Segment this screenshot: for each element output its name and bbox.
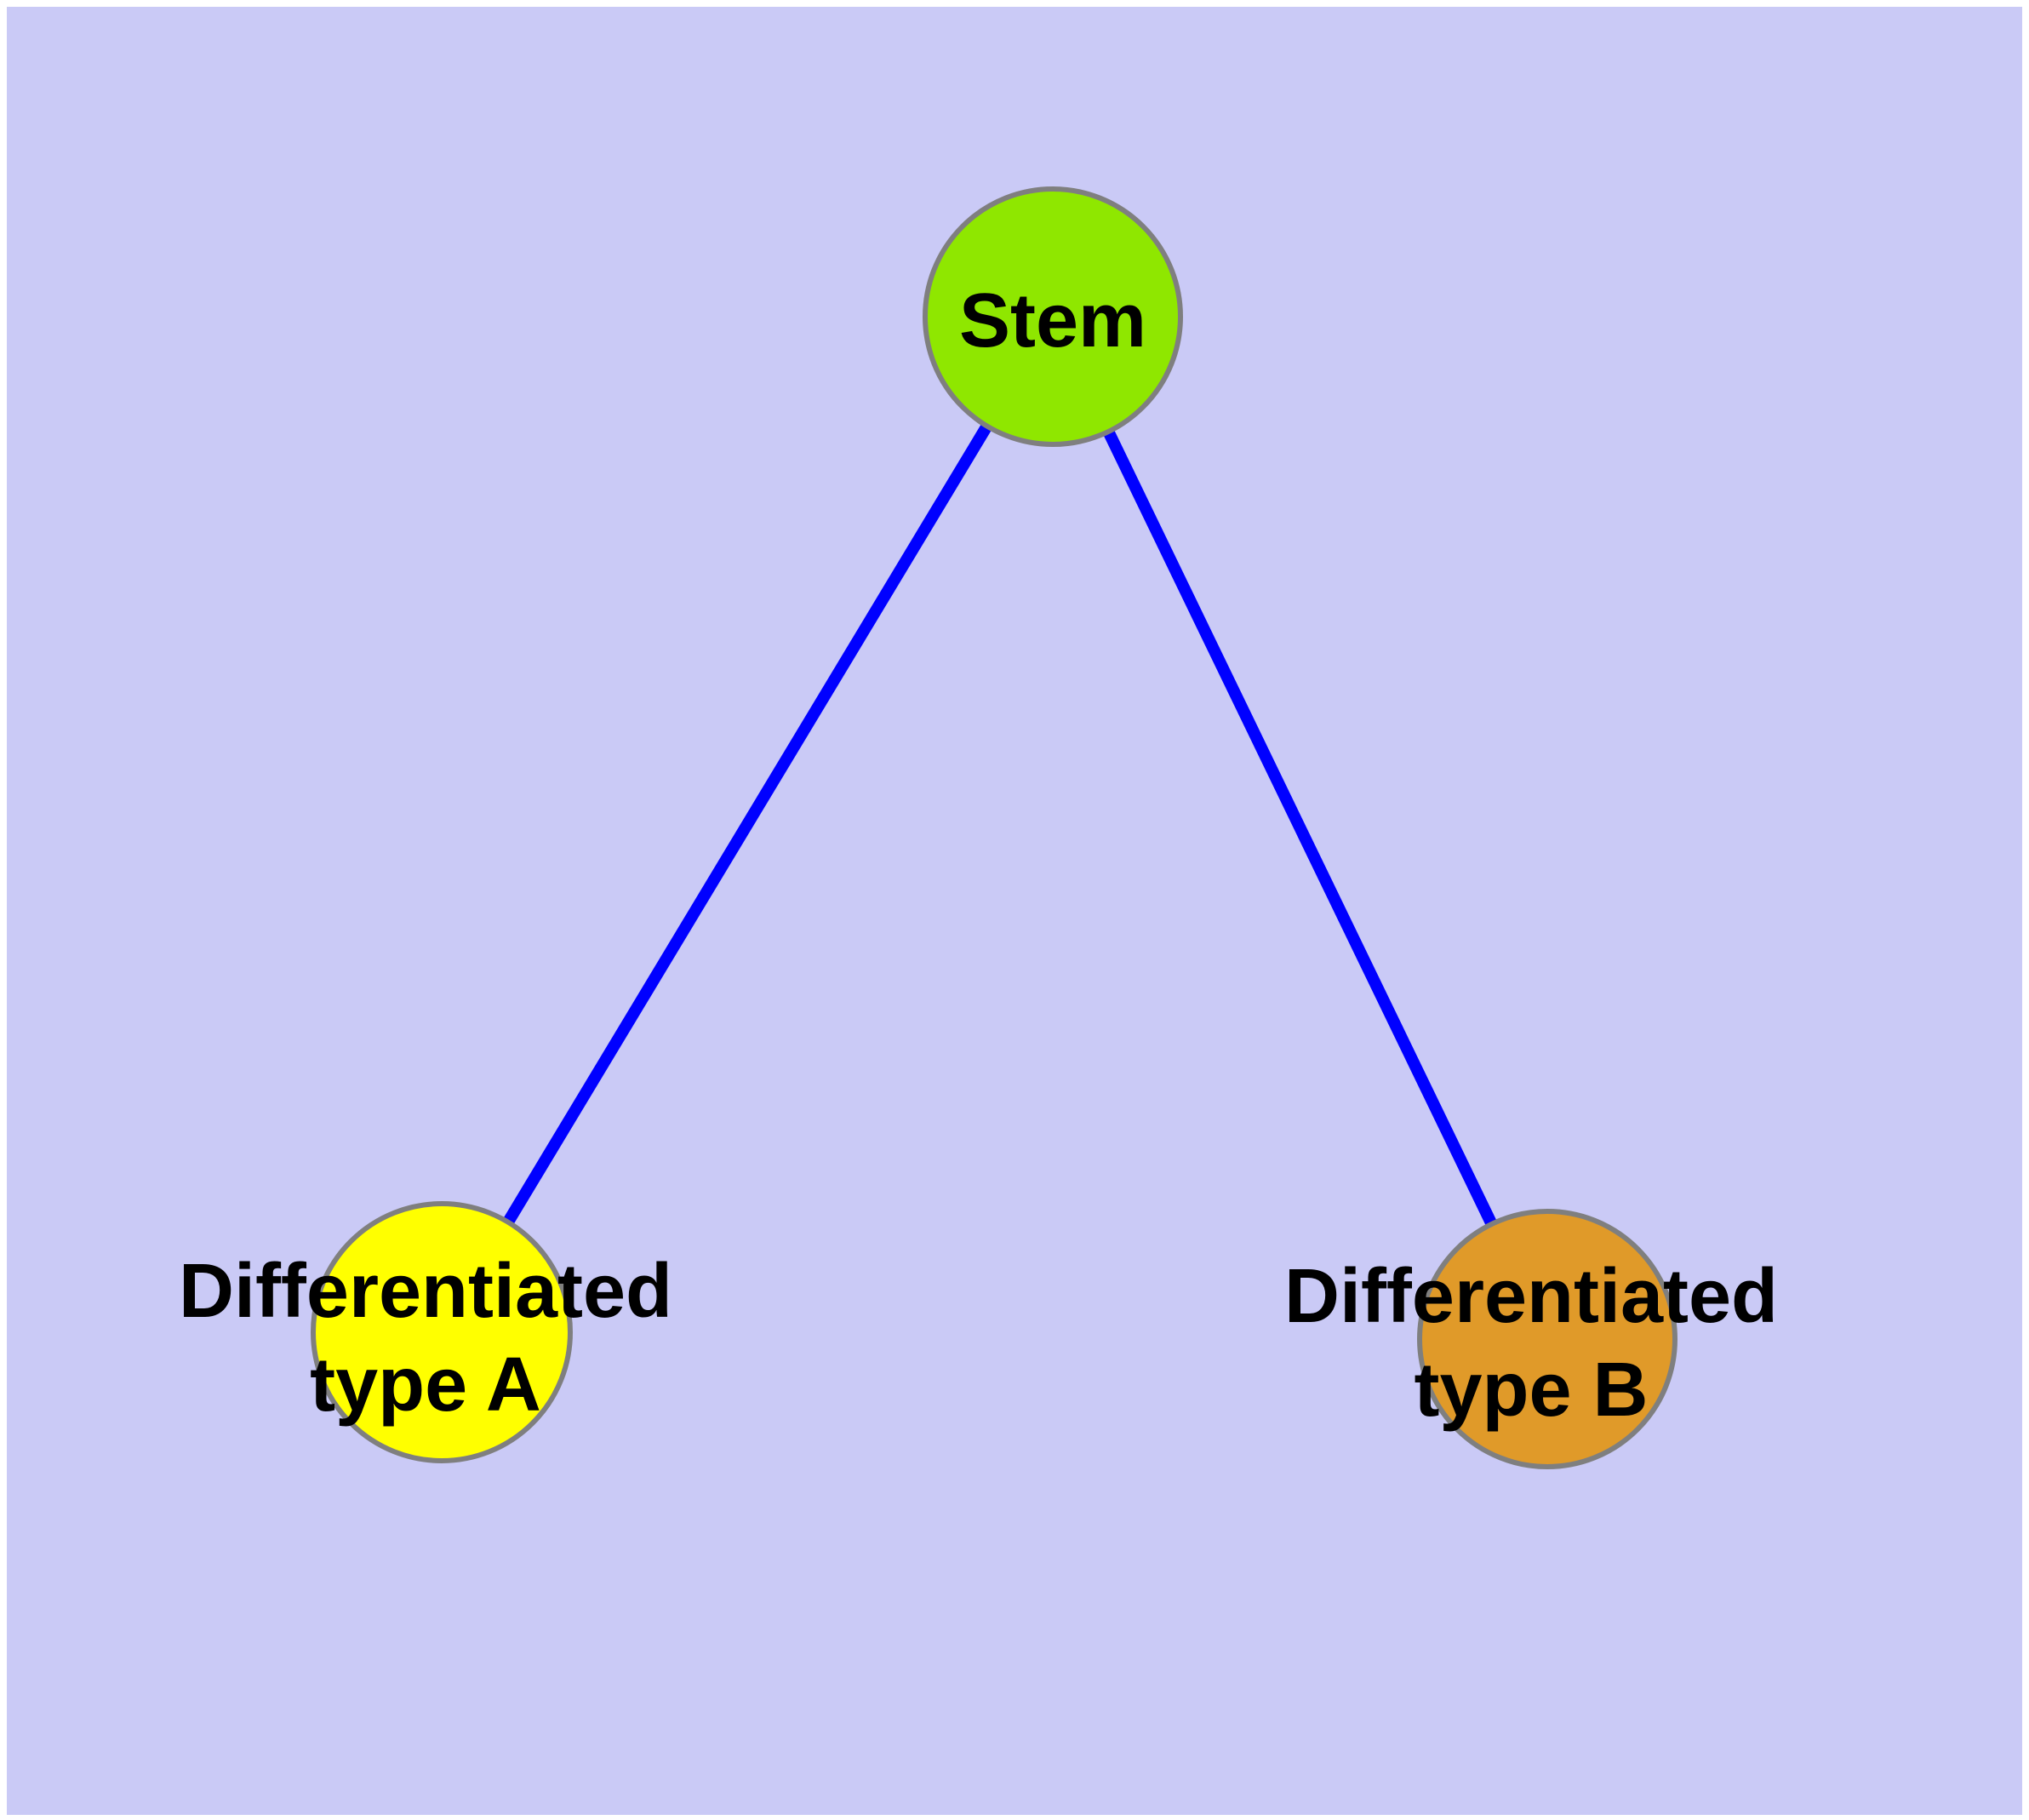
node-differentiated-type-b-label-line2: type B — [1414, 1348, 1648, 1433]
node-differentiated-type-b-label-line1: Differentiated — [1284, 1254, 1778, 1339]
edge-stem-to-differentiated-type-b — [1047, 313, 1553, 1342]
edges-layer — [437, 313, 1553, 1342]
node-differentiated-type-b-circle — [1417, 1209, 1677, 1469]
node-differentiated-type-a-circle — [311, 1201, 573, 1463]
node-stem-circle — [923, 186, 1183, 447]
node-stem-label: Stem — [959, 278, 1146, 363]
labels-layer: Stem Differentiated type A Differentiate… — [179, 278, 1778, 1433]
node-differentiated-type-a — [311, 1201, 573, 1463]
edge-stem-to-differentiated-type-a — [437, 313, 1058, 1336]
node-stem — [923, 186, 1183, 447]
node-differentiated-type-b — [1417, 1209, 1677, 1469]
nodes-layer — [311, 186, 1677, 1469]
node-differentiated-type-a-label-line1: Differentiated — [179, 1249, 672, 1334]
node-differentiated-type-a-label-line2: type A — [310, 1342, 541, 1428]
